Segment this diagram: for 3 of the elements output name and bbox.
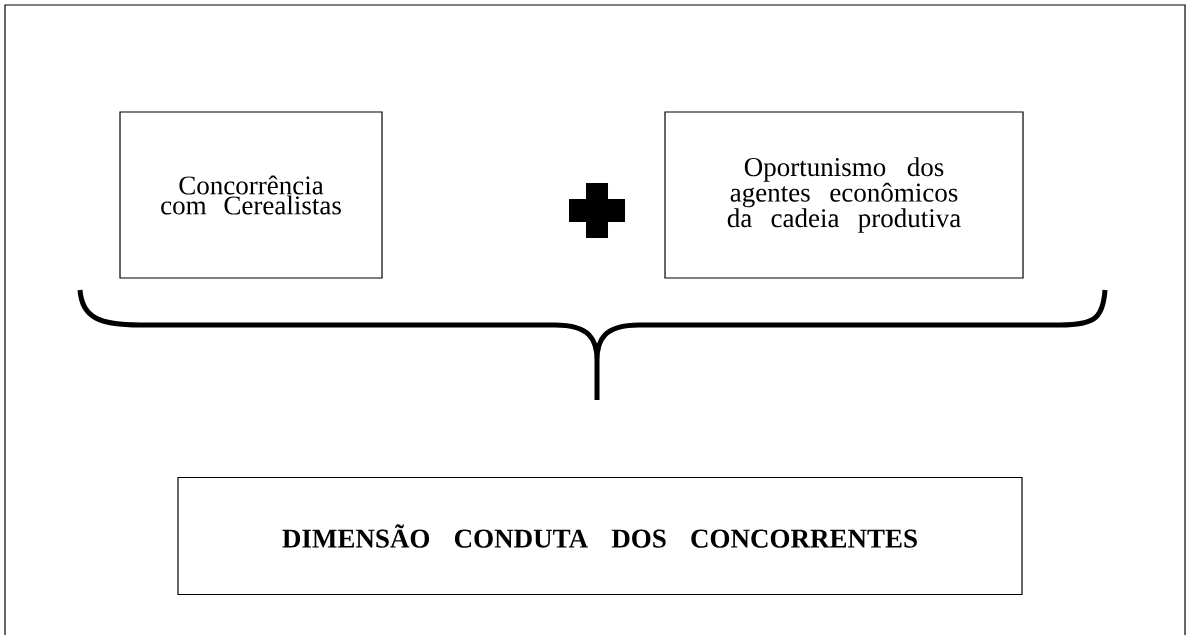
text-box: Concorrência com Cerealistas bbox=[119, 111, 383, 279]
text-box: Oportunismo dos agentes econômicos da cadeia produtiva bbox=[664, 111, 1024, 279]
text-box: DIMENSÃO CONDUTA DOS CONCORRENTES bbox=[177, 476, 1023, 596]
